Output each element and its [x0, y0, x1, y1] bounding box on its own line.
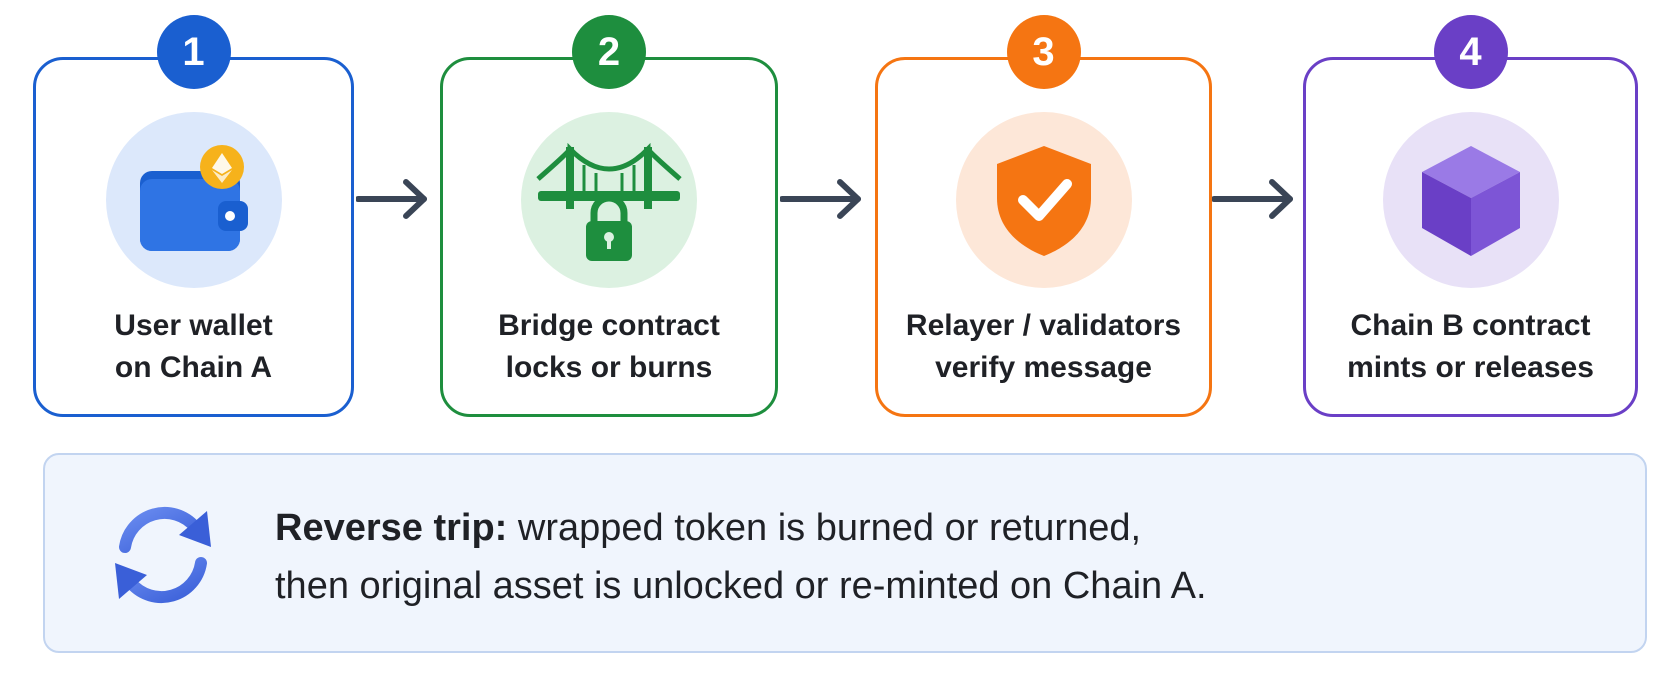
step-number-badge: 1 — [156, 15, 231, 89]
arrow-right-icon — [780, 179, 861, 219]
step-label: Bridge contract locks or burns — [498, 309, 720, 384]
reverse-trip-line-1: Reverse trip: wrapped token is burned or… — [275, 499, 1207, 557]
arrow-right-icon — [1212, 179, 1293, 219]
shield-check-icon — [955, 112, 1132, 288]
reverse-trip-text: Reverse trip: wrapped token is burned or… — [275, 499, 1207, 615]
step-label: User wallet on Chain A — [114, 309, 273, 384]
step-number-badge: 4 — [1433, 15, 1508, 89]
cube-icon — [1382, 112, 1559, 288]
wallet-icon — [105, 112, 282, 288]
step-card-relayer-validators: 3 Relayer / validators verify message — [875, 15, 1212, 417]
step-label: Chain B contract mints or releases — [1347, 309, 1594, 384]
step-card-bridge-contract: 2 Bridge contract locks or burns — [440, 15, 778, 417]
step-card-chain-b-contract: 4 Chain B contract mints or releases — [1303, 15, 1638, 417]
reverse-trip-line-2: then original asset is unlocked or re-mi… — [275, 565, 1207, 607]
refresh-cycle-icon — [115, 506, 211, 604]
bridge-lock-icon — [521, 112, 697, 288]
step-number-badge: 2 — [572, 15, 646, 89]
arrow-right-icon — [356, 179, 427, 219]
step-number-badge: 3 — [1006, 15, 1081, 89]
reverse-trip-lead: Reverse trip: — [275, 507, 508, 549]
step-label: Relayer / validators verify message — [905, 309, 1182, 384]
step-card-user-wallet: 1 User wallet on Chain A — [33, 15, 354, 417]
reverse-trip-panel: Reverse trip: wrapped token is burned or… — [43, 453, 1647, 653]
reverse-trip-line-1-rest: wrapped token is burned or returned, — [507, 507, 1142, 549]
